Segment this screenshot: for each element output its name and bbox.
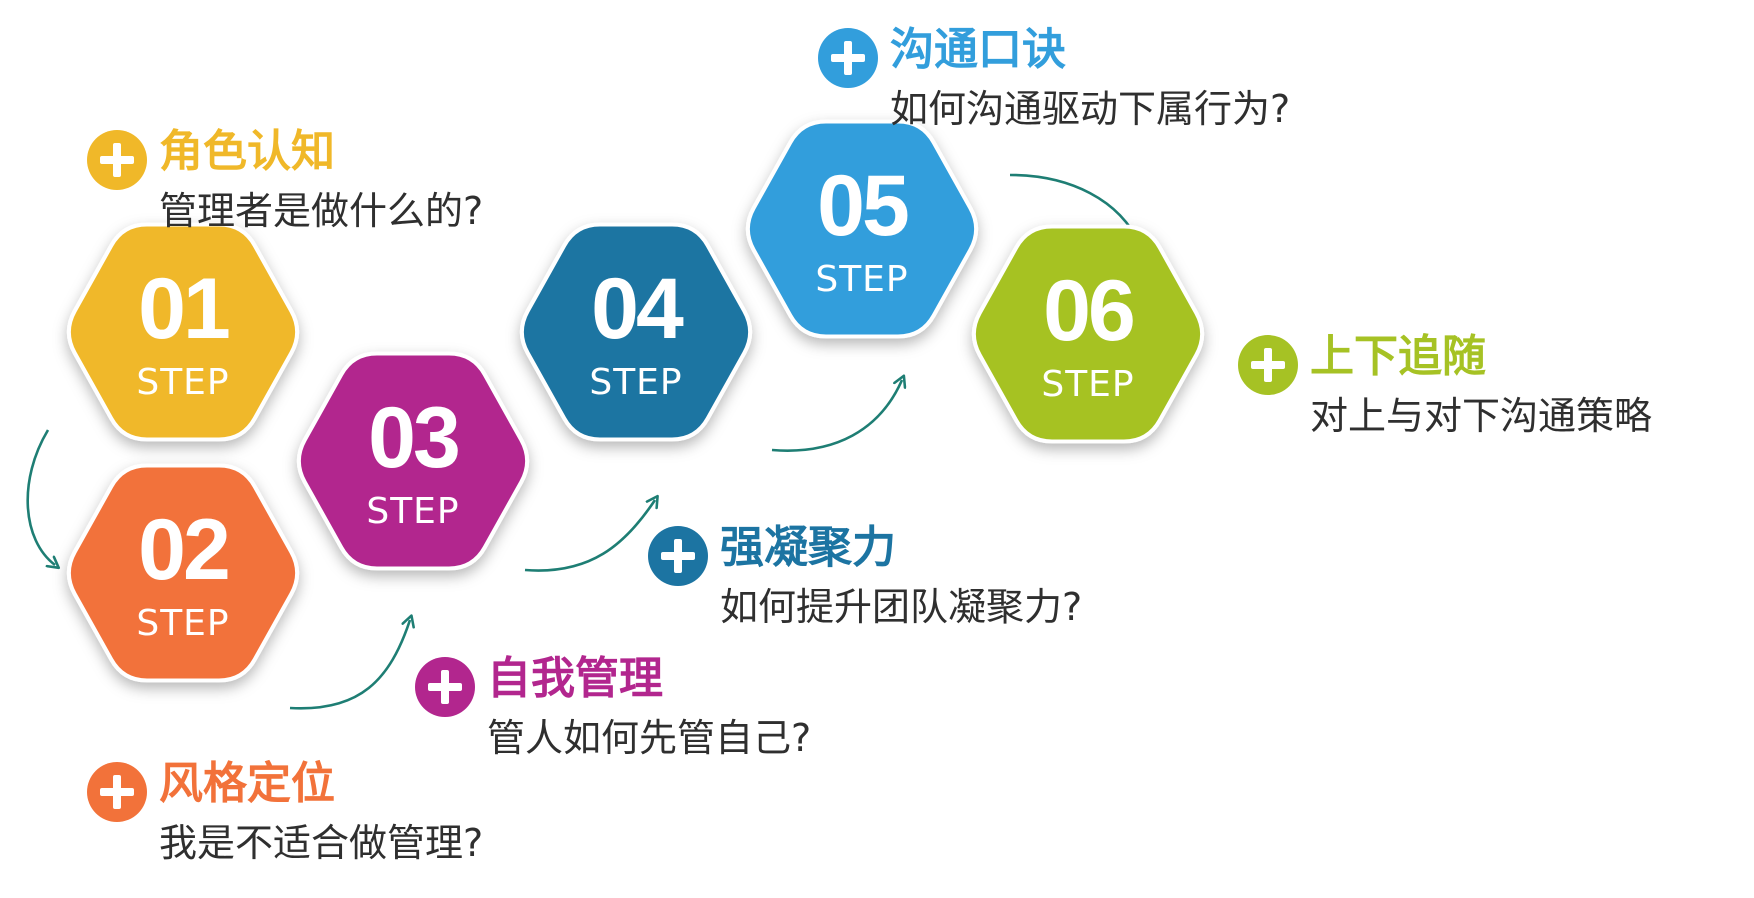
step-label: STEP xyxy=(136,603,229,644)
hexagon-shape xyxy=(519,222,753,442)
hexagon-shape xyxy=(66,222,300,442)
plus-icon xyxy=(818,28,878,88)
step-02-title: 风格定位 xyxy=(159,758,335,809)
step-04-title: 强凝聚力 xyxy=(720,522,896,573)
step-number: 04 xyxy=(591,261,684,357)
step-number: 01 xyxy=(138,261,229,357)
plus-icon xyxy=(87,762,147,822)
plus-icon xyxy=(87,130,147,190)
step-label: STEP xyxy=(136,362,229,403)
step-05-title: 沟通口诀 xyxy=(890,24,1066,75)
step-04-subtitle: 如何提升团队凝聚力? xyxy=(720,585,1083,629)
arrow-04-to-05 xyxy=(771,380,902,452)
step-number: 03 xyxy=(368,390,458,486)
plus-icon xyxy=(415,657,475,717)
step-label: STEP xyxy=(815,259,908,300)
step-01-subtitle: 管理者是做什么的? xyxy=(159,189,484,233)
step-06-subtitle: 对上与对下沟通策略 xyxy=(1310,394,1653,438)
step-label: STEP xyxy=(589,362,682,403)
arrow-02-to-03 xyxy=(289,620,410,710)
step-label: STEP xyxy=(1041,364,1134,405)
step-05-subtitle: 如何沟通驱动下属行为? xyxy=(890,87,1291,131)
step-label: STEP xyxy=(366,491,459,532)
step-01-title: 角色认知 xyxy=(159,126,335,177)
step-02-subtitle: 我是不适合做管理? xyxy=(159,821,484,865)
hexagon-shape xyxy=(296,351,530,571)
plus-icon xyxy=(1238,335,1298,395)
step-number: 05 xyxy=(817,158,908,254)
step-06-title: 上下追随 xyxy=(1310,331,1486,382)
step-03-subtitle: 管人如何先管自己? xyxy=(487,716,812,760)
hexagon-shape xyxy=(66,463,300,683)
hexagon-shape xyxy=(745,119,979,339)
plus-icon xyxy=(648,526,708,586)
step-number: 06 xyxy=(1043,263,1133,359)
step-number: 02 xyxy=(138,502,228,598)
step-03-title: 自我管理 xyxy=(487,653,663,704)
arrow-01-to-02 xyxy=(26,429,55,565)
connectors xyxy=(26,173,1140,710)
hexagon-shape xyxy=(971,224,1205,444)
arrow-03-to-04 xyxy=(524,500,655,572)
